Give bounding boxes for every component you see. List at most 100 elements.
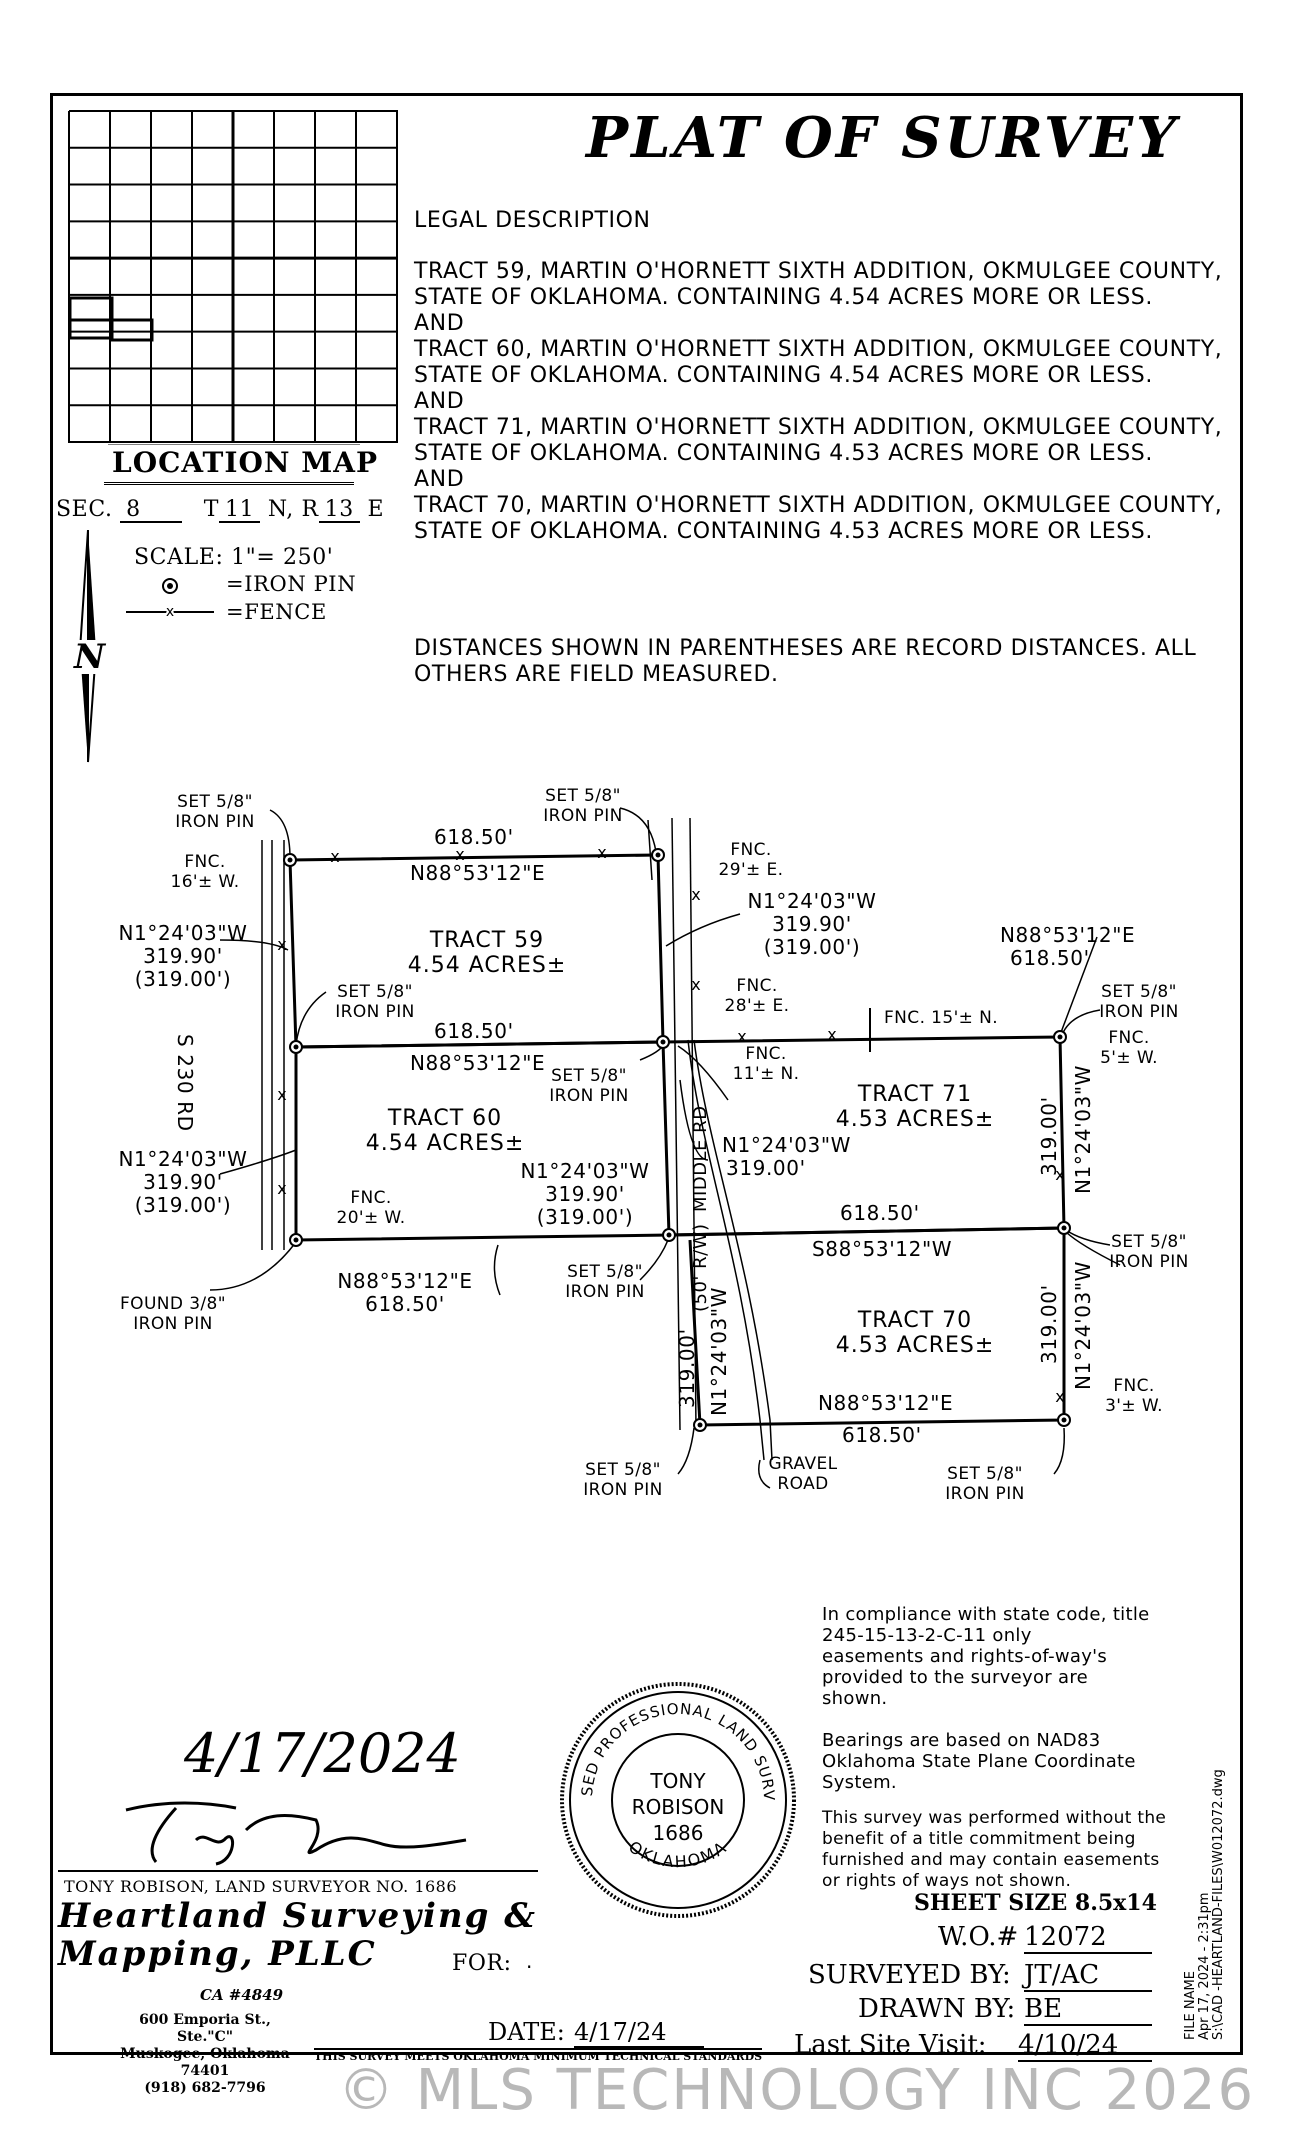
legal-line: AND (414, 311, 465, 336)
iron-pin-icon (162, 578, 178, 594)
east-lower-bearing: N1°24'03"W (1071, 1260, 1095, 1390)
surveyor-seal: LICENSED PROFESSIONAL LAND SURVEYOR OKLA… (558, 1680, 796, 1918)
north-letter: N (74, 637, 106, 677)
drawn-label: DRAWN BY: (858, 1994, 1016, 2024)
svg-text:x: x (455, 845, 464, 864)
svg-text:x: x (277, 1085, 286, 1104)
road-middle-label: MIDDLE RD (690, 1105, 711, 1212)
east-lower-distance: 319.00' (1037, 1284, 1061, 1364)
sheet-size: SHEET SIZE 8.5x14 (914, 1890, 1157, 1916)
distance-label: 618.50' (842, 1423, 922, 1447)
road-s230-label: S 230 RD (173, 1034, 197, 1132)
svg-text:x: x (166, 604, 174, 620)
bearing-label: N88°53'12"E (410, 1051, 546, 1075)
tract-71-label: TRACT 71 4.53 ACRES± (790, 1082, 1040, 1132)
fnc-label: FNC.20'± W. (336, 1188, 406, 1228)
distance-label: 618.50' (434, 825, 514, 849)
west-70-distance: 319.00' (675, 1328, 699, 1408)
tract-area: 4.53 ACRES± (835, 1333, 995, 1358)
iron-pin-icon-dot (167, 583, 173, 589)
fnc-label: FNC. 15'± N. (884, 1008, 999, 1028)
fence-icon: x (126, 604, 214, 620)
wo-value: 12072 (1024, 1922, 1152, 1954)
scale-label: SCALE: 1"= 250' (134, 545, 334, 570)
legal-line: AND (414, 389, 465, 414)
bearing-label: S88°53'12"W (812, 1237, 953, 1261)
tract-name: TRACT 59 (429, 928, 545, 953)
set-pin-label: SET 5/8"IRON PIN (1109, 1232, 1189, 1272)
watermark: © MLS TECHNOLOGY INC 2026 (338, 2058, 1256, 2123)
set-pin-label: SET 5/8"IRON PIN (335, 982, 415, 1022)
tract-59-label: TRACT 59 4.54 ACRES± (362, 928, 612, 978)
fnc-label: FNC.5'± W. (1100, 1028, 1158, 1068)
set-pin-label: SET 5/8"IRON PIN (543, 786, 623, 826)
svg-text:x: x (1055, 1387, 1064, 1406)
legal-line: TRACT 70, MARTIN O'HORNETT SIXTH ADDITIO… (414, 493, 1223, 518)
bearing-label: N88°53'12"E (410, 861, 546, 885)
company-ca: CA #4849 (200, 1986, 284, 2004)
fnc-label: FNC.29'± E. (718, 840, 784, 880)
legend-iron-pin: =IRON PIN (226, 572, 357, 596)
company-address: 600 Emporia St., Ste."C"Muskogee, Oklaho… (120, 2012, 290, 2096)
plat-frame (50, 93, 1243, 2055)
legal-line: TRACT 59, MARTIN O'HORNETT SIXTH ADDITIO… (414, 259, 1223, 284)
tract-area: 4.54 ACRES± (365, 1131, 525, 1156)
signature (125, 1801, 467, 1866)
tract-name: TRACT 70 (857, 1308, 973, 1333)
north-arrow-icon (78, 530, 98, 763)
west-70-bearing: N1°24'03"W (707, 1286, 731, 1416)
tract-area: 4.54 ACRES± (407, 953, 567, 978)
tract-name: TRACT 71 (857, 1082, 973, 1107)
distances-note: DISTANCES SHOWN IN PARENTHESES ARE RECOR… (414, 636, 1196, 688)
wo-label: W.O.# (938, 1922, 1019, 1952)
r-dir: E (367, 497, 385, 522)
legal-line: TRACT 71, MARTIN O'HORNETT SIXTH ADDITIO… (414, 415, 1223, 440)
svg-text:x: x (277, 1179, 286, 1198)
svg-text:x: x (1055, 1165, 1064, 1184)
location-map-underline (104, 482, 354, 485)
svg-text:x: x (827, 1025, 836, 1044)
tract-70-label: TRACT 70 4.53 ACRES± (790, 1308, 1040, 1358)
r-value: 13 (318, 498, 360, 523)
set-pin-label: SET 5/8"IRON PIN (549, 1066, 629, 1106)
location-map-label: LOCATION MAP (112, 446, 378, 479)
legend-fence: =FENCE (226, 600, 327, 624)
svg-text:x: x (691, 885, 700, 904)
seal-name: TONY (650, 1769, 706, 1793)
page-title: PLAT OF SURVEY (586, 105, 1180, 171)
distance-label: 618.50' (840, 1201, 920, 1225)
found-pin-label: FOUND 3/8"IRON PIN (120, 1294, 226, 1334)
sec-value: 8 (120, 498, 183, 523)
standards-note: THIS SURVEY MEETS OKLAHOMA MINIMUM TECHN… (314, 2048, 763, 2063)
date-label: DATE: (488, 2018, 565, 2046)
t-label: T (203, 497, 220, 522)
seal-center: TONY ROBISON 1686 (618, 1768, 738, 1846)
fnc-label: FNC.28'± E. (724, 976, 790, 1016)
svg-text:x: x (691, 975, 700, 994)
legal-line: STATE OF OKLAHOMA. CONTAINING 4.54 ACRES… (414, 285, 1153, 310)
legal-line: AND (414, 467, 465, 492)
set-pin-label: SET 5/8"IRON PIN (565, 1262, 645, 1302)
svg-text:x: x (277, 935, 286, 954)
east-upper-distance: 319.00' (1037, 1096, 1061, 1176)
distances-note-line: OTHERS ARE FIELD MEASURED. (414, 662, 779, 687)
signature-date: 4/17/2024 (184, 1722, 461, 1785)
svg-text:x: x (597, 843, 606, 862)
legal-line: TRACT 60, MARTIN O'HORNETT SIXTH ADDITIO… (414, 337, 1223, 362)
t-value: 11 (219, 498, 261, 523)
set-pin-label: SET 5/8"IRON PIN (945, 1464, 1025, 1504)
svg-text:x: x (330, 847, 339, 866)
surveyor-line: TONY ROBISON, LAND SURVEYOR NO. 1686 (64, 1877, 458, 1896)
company-name-2: Mapping, PLLC (58, 1934, 377, 1974)
